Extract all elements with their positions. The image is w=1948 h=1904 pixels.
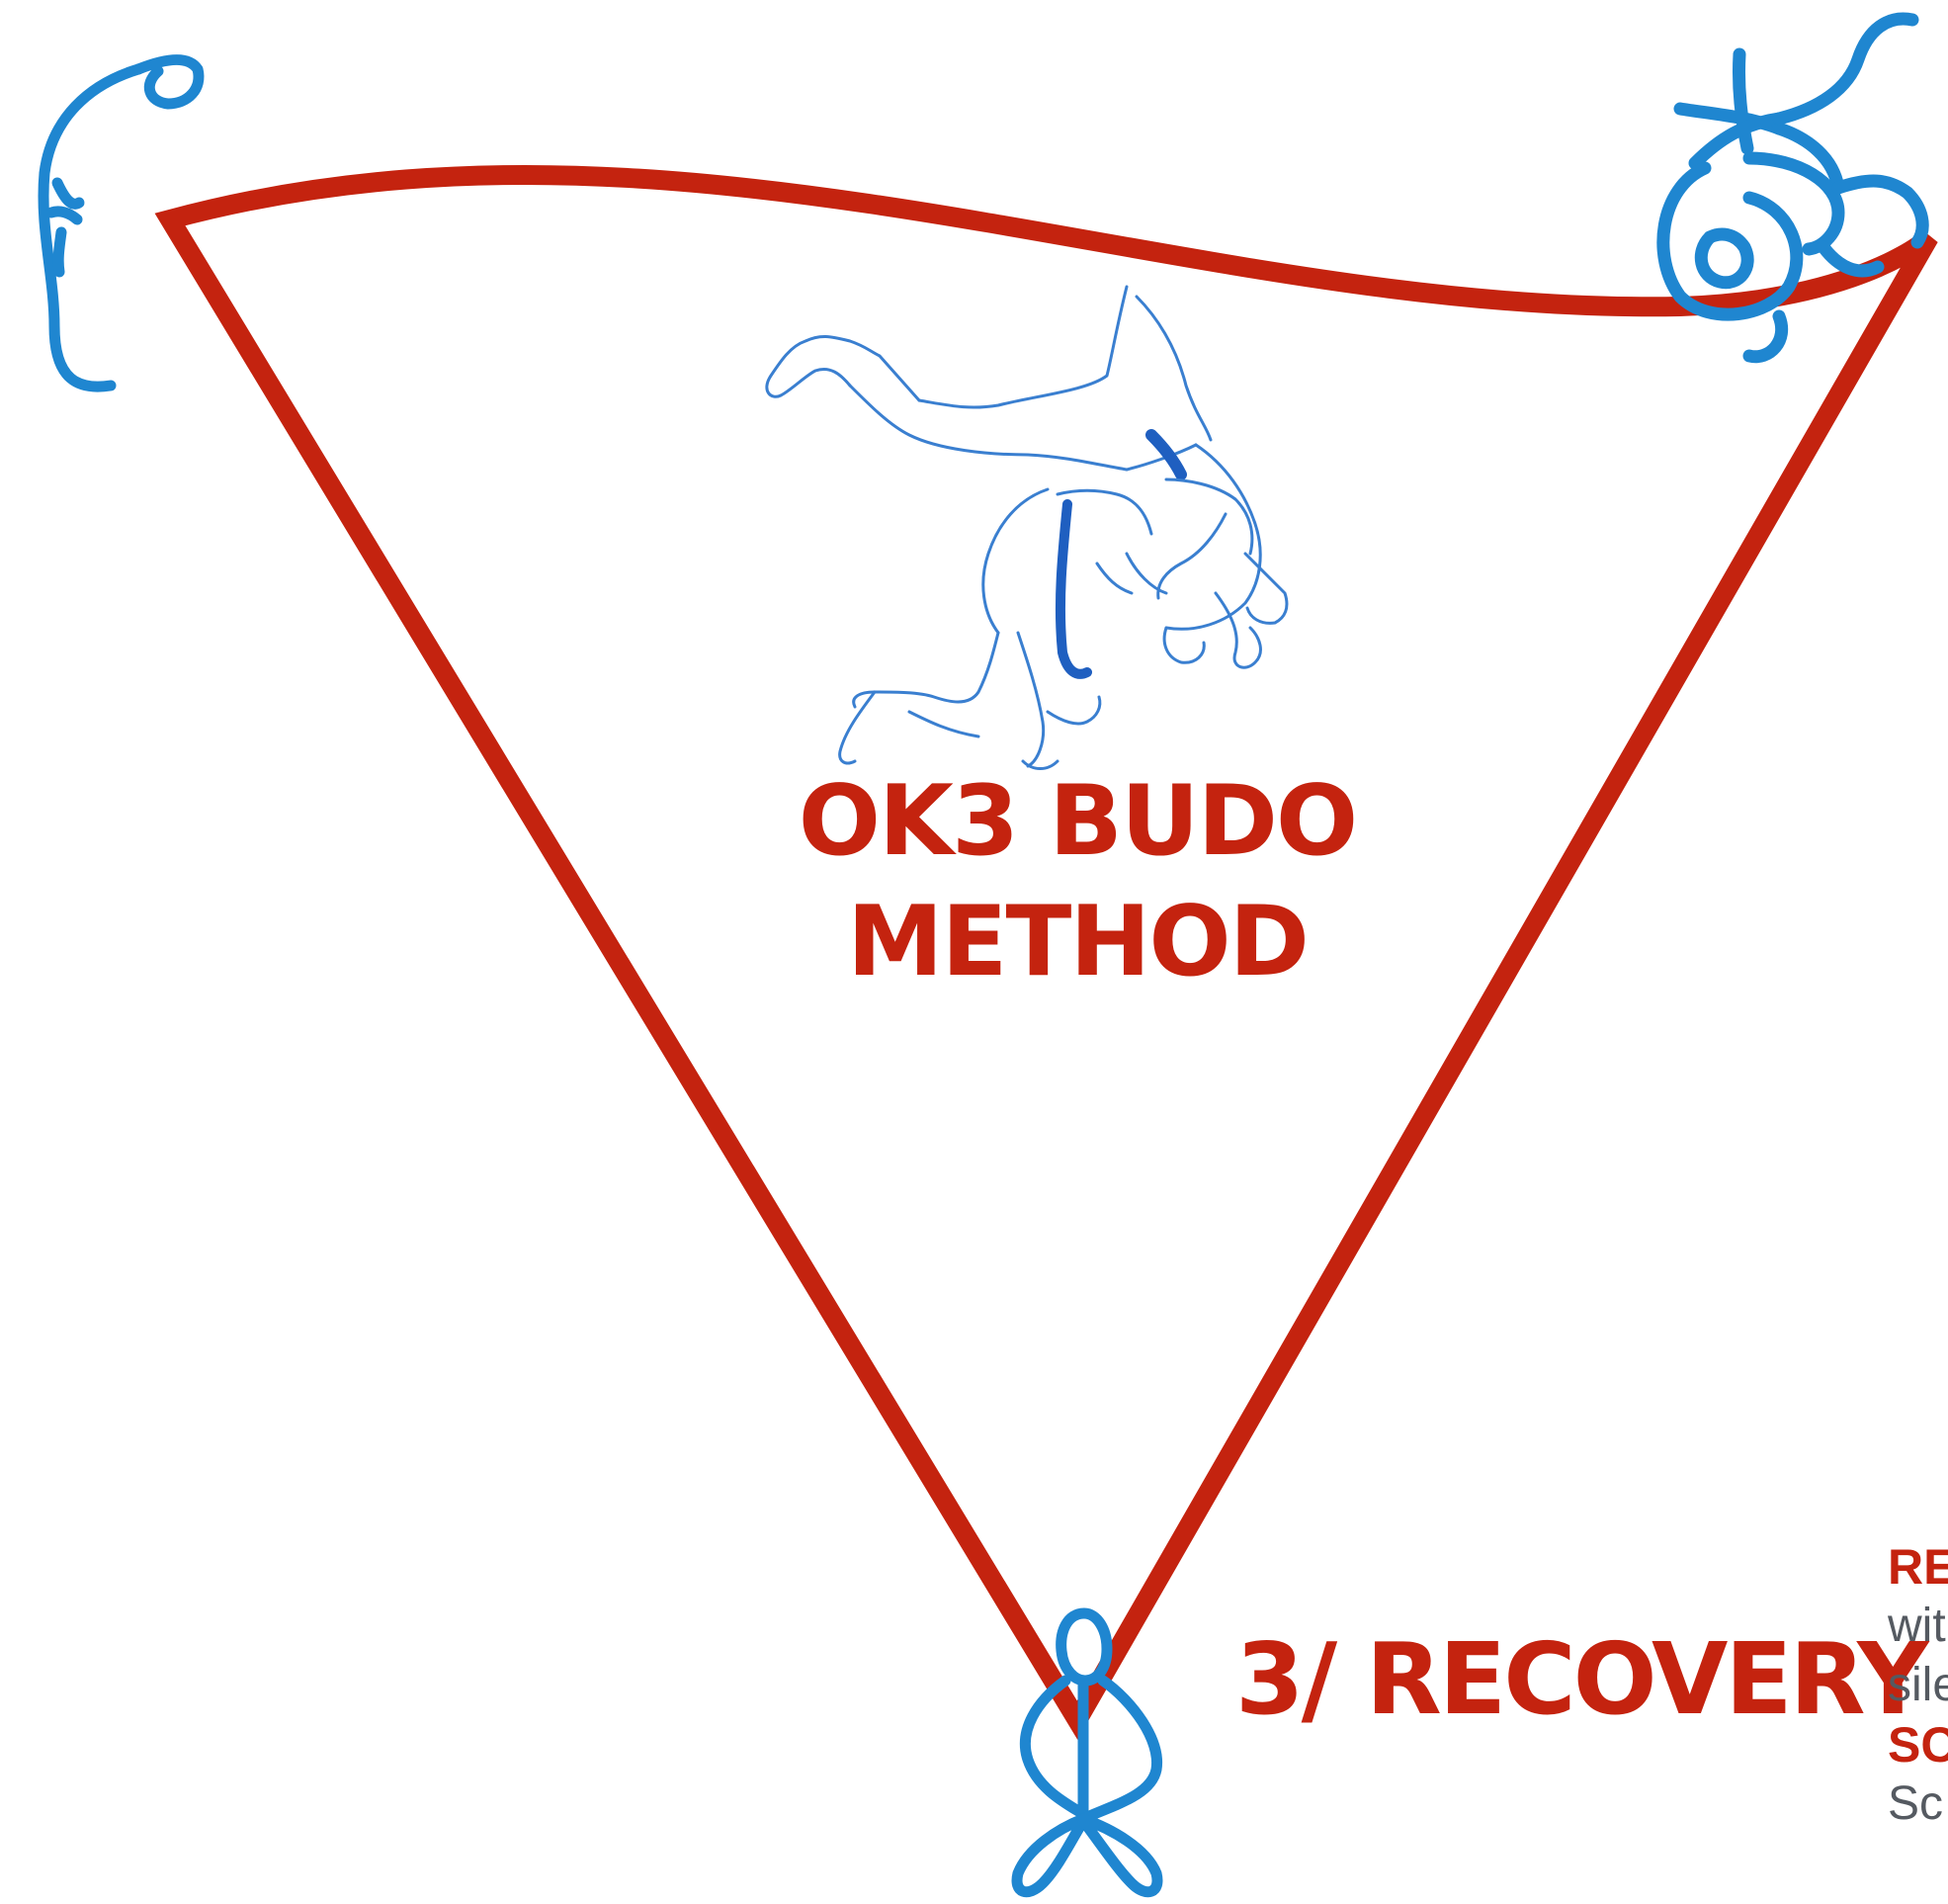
side-body-1: wit: [1888, 1600, 1946, 1652]
athlete-figure-icon: [38, 54, 205, 392]
side-heading-1: RE: [1888, 1539, 1948, 1595]
side-heading-2: SC: [1888, 1717, 1948, 1773]
stage-label-recovery: 3/ RECOVERY: [1235, 1621, 1929, 1737]
side-body-3: Sc: [1888, 1777, 1944, 1830]
side-text-block: RE wit sile SC Sc: [1888, 1537, 1948, 1834]
meditating-figure-icon: [1011, 1607, 1163, 1898]
diagram-title: OK3 BUDO METHOD: [751, 761, 1403, 1002]
title-line-1: OK3 BUDO: [798, 765, 1359, 878]
side-body-2: sile: [1888, 1659, 1948, 1711]
title-line-2: METHOD: [847, 886, 1310, 998]
spinning-figure-icon: [1656, 12, 1929, 364]
judo-throw-illustration: [765, 285, 1289, 770]
